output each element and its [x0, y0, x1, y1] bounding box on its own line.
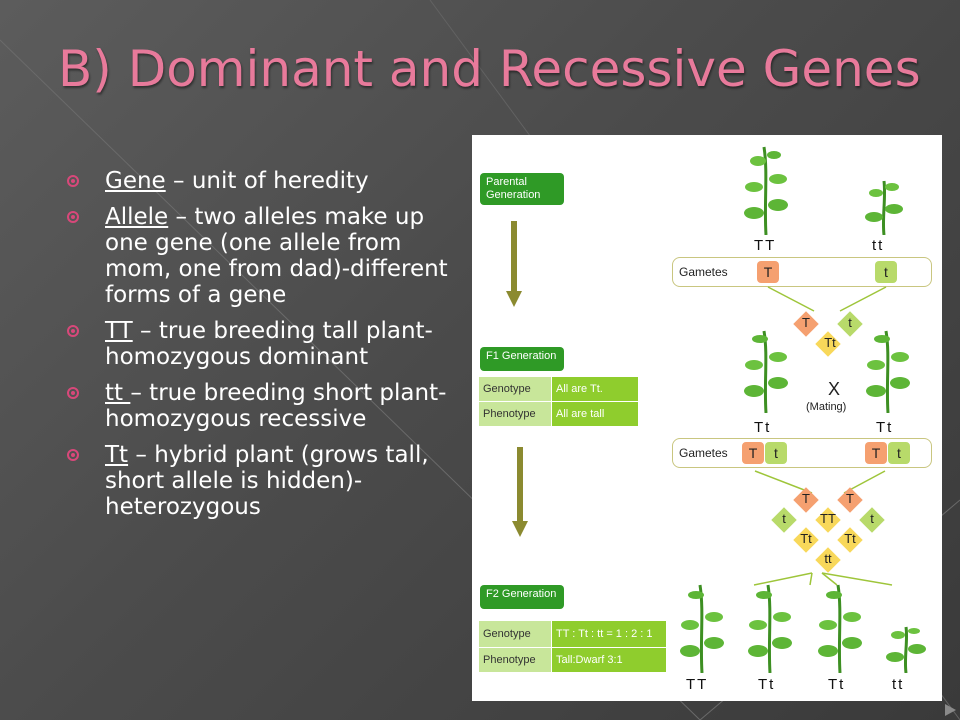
gametes-label: Gametes — [679, 265, 728, 279]
cross-letter: T — [802, 315, 810, 330]
bullet-gene: Gene – unit of heredity — [65, 168, 465, 194]
bullet-tt-dominant: TT – true breeding tall plant-homozygous… — [65, 318, 465, 370]
bullet-text: – hybrid plant (grows tall, short allele… — [105, 442, 429, 520]
short-plant-icon — [865, 180, 903, 235]
punnett-letter: t — [782, 511, 786, 526]
tall-plant-icon — [680, 584, 724, 673]
allele-recessive: t — [765, 442, 787, 464]
f2-generation-label: F2 Generation — [480, 585, 564, 609]
allele-recessive: t — [875, 261, 897, 283]
bullet-text: – unit of heredity — [165, 168, 369, 194]
mating-x: X — [828, 379, 841, 399]
allele-dominant: T — [865, 442, 887, 464]
f2-genotype: Tt — [828, 676, 846, 693]
f2-genotype: TT — [686, 676, 709, 693]
tall-plant-icon — [744, 330, 788, 413]
tall-plant-icon — [744, 146, 788, 235]
down-arrow-icon — [512, 447, 528, 539]
bullet-term: TT — [105, 318, 133, 344]
parent-genotype-tt-dominant: TT — [754, 237, 777, 254]
bullet-text: – true breeding short plant-homozygous r… — [105, 380, 447, 432]
f1-genotype-value: All are Tt. — [551, 376, 639, 402]
tall-plant-icon — [748, 584, 792, 673]
bullet-text: – two alleles make up one gene (one alle… — [105, 204, 448, 308]
short-plant-icon — [886, 626, 926, 673]
allele-recessive: t — [888, 442, 910, 464]
punnett-letter: T — [802, 491, 810, 506]
down-arrow-icon — [506, 221, 522, 307]
punnett-letter: T — [846, 491, 854, 506]
cross-letter: Tt — [824, 335, 836, 350]
bullet-text: – true breeding tall plant-homozygous do… — [105, 318, 433, 370]
f1-parent-genotype: Tt — [876, 419, 894, 436]
tall-plant-icon — [818, 584, 862, 673]
bullet-circle-icon — [67, 325, 79, 337]
punnett-letter: Tt — [844, 531, 856, 546]
bullet-circle-icon — [67, 175, 79, 187]
allele-dominant: T — [757, 261, 779, 283]
bullet-hybrid: Tt – hybrid plant (grows tall, short all… — [65, 442, 465, 520]
f1-parent-genotype: Tt — [754, 419, 772, 436]
bullet-list: Gene – unit of heredity Allele – two all… — [65, 168, 465, 530]
parental-generation-label: Parental Generation — [480, 173, 564, 205]
mating-label: (Mating) — [806, 401, 847, 413]
bullet-term: tt — [105, 380, 131, 406]
tall-plant-icon — [866, 330, 910, 413]
bullet-circle-icon — [67, 211, 79, 223]
f2-genotype-value: TT : Tt : tt = 1 : 2 : 1 — [551, 620, 667, 648]
parent-genotype-tt-recessive: tt — [872, 237, 885, 254]
gametes-label: Gametes — [679, 446, 728, 460]
slide-title: B) Dominant and Recessive Genes — [58, 40, 921, 98]
bullet-tt-recessive: tt – true breeding short plant-homozygou… — [65, 380, 465, 432]
bullet-allele: Allele – two alleles make up one gene (o… — [65, 204, 465, 308]
punnett-diagram: Parental Generation F1 Generation Genoty… — [472, 135, 942, 701]
allele-dominant: T — [742, 442, 764, 464]
f2-genotype: Tt — [758, 676, 776, 693]
punnett-letter: t — [870, 511, 874, 526]
bullet-circle-icon — [67, 449, 79, 461]
bullet-circle-icon — [67, 387, 79, 399]
f2-genotype: tt — [892, 676, 905, 693]
cross-letter: t — [848, 315, 852, 330]
bullet-term: Tt — [105, 442, 129, 468]
bullet-term: Allele — [105, 204, 169, 230]
punnett-letter: Tt — [800, 531, 812, 546]
f1-phenotype-value: All are tall — [551, 401, 639, 427]
f1-generation-label: F1 Generation — [480, 347, 564, 371]
punnett-letter: TT — [820, 511, 836, 526]
punnett-letter: tt — [824, 551, 832, 566]
bullet-term: Gene — [105, 168, 166, 194]
f2-genotype-key: Genotype — [478, 620, 552, 648]
f1-genotype-key: Genotype — [478, 376, 552, 402]
f2-phenotype-key: Phenotype — [478, 647, 552, 673]
f2-phenotype-value: Tall:Dwarf 3:1 — [551, 647, 667, 673]
